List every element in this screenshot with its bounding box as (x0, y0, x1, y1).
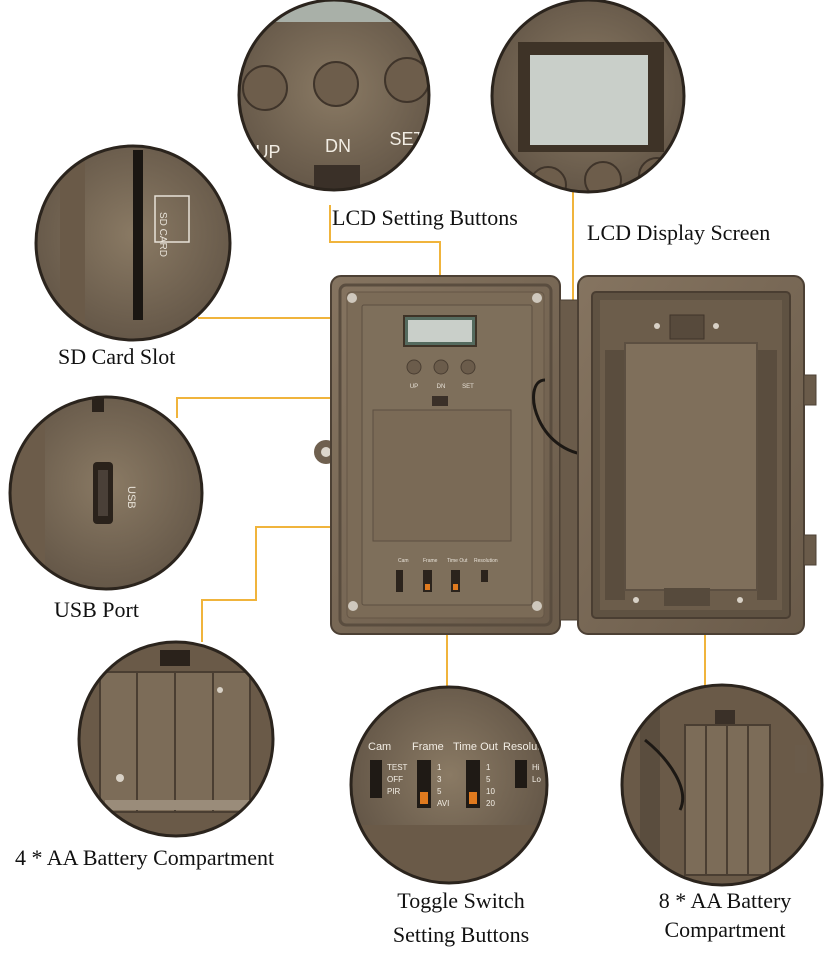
zoom-usb-mark: USB (125, 486, 137, 509)
callout-8aa-line1: 8 * AA Battery (658, 888, 792, 913)
tog-timeout-label: Time Out (453, 741, 498, 753)
zoom-8aa-battery (620, 683, 824, 887)
callout-8aa-line2: Compartment (664, 917, 786, 942)
zoom-sd-mark: SD CARD (157, 212, 168, 257)
tog-resolution-label: Resolutio (503, 741, 549, 753)
small-dn-label: DN (437, 384, 446, 390)
tog-cam-label: Cam (368, 741, 391, 753)
zoom-4aa-battery (77, 640, 275, 838)
callout-toggle-line1: Toggle Switch (397, 888, 525, 913)
zoom-usb-port: USB (8, 395, 204, 591)
callout-lcd-buttons: LCD Setting Buttons (332, 205, 518, 230)
tog-cam-opt-1: OFF (387, 775, 403, 784)
tog-cam-opt-0: TEST (387, 763, 408, 772)
small-frame-label: Frame (423, 558, 438, 564)
small-up-label: UP (410, 384, 418, 390)
tog-frame-opt-1: 3 (437, 775, 442, 784)
callout-4aa-battery: 4 * AA Battery Compartment (15, 845, 275, 870)
small-resolution-label: Resolution (474, 558, 498, 564)
small-cam-label: Cam (398, 558, 409, 564)
tog-frame-opt-2: 5 (437, 787, 442, 796)
tog-timeout-opt-0: 1 (486, 763, 491, 772)
zoom-sd-slot: SD CARD (34, 144, 232, 342)
tog-timeout-opt-1: 5 (486, 775, 491, 784)
callout-lcd-screen: LCD Display Screen (587, 220, 771, 245)
tog-timeout-opt-3: 20 (486, 799, 495, 808)
leader-4aa (201, 526, 418, 642)
tog-timeout-opt-2: 10 (486, 787, 495, 796)
small-timeout-label: Time Out (447, 558, 468, 564)
callout-toggle-line2: Setting Buttons (392, 922, 530, 947)
camera-front-half: UP DN SET Cam Frame Time Out Resolution (314, 275, 561, 635)
zoom-lcd-buttons: UP DN SET (237, 0, 431, 192)
camera-back-half (577, 275, 817, 635)
small-set-label: SET (462, 384, 474, 390)
tog-res-opt-1: Lo (532, 775, 541, 784)
tog-frame-label: Frame (412, 741, 444, 753)
callout-sd-slot: SD Card Slot (58, 344, 176, 369)
zoom-lcd-screen (490, 0, 686, 194)
leader-usb-port (176, 397, 340, 418)
tog-res-opt-0: Hi (532, 763, 540, 772)
tog-frame-opt-0: 1 (437, 763, 442, 772)
zoom-toggle-switches: Cam Frame Time Out Resolutio TEST OFF PI… (349, 685, 549, 885)
tog-frame-opt-3: AVI (437, 799, 449, 808)
callout-usb-port: USB Port (54, 597, 139, 622)
zoom-dn-label: DN (325, 136, 351, 156)
tog-cam-opt-2: PIR (387, 787, 401, 796)
